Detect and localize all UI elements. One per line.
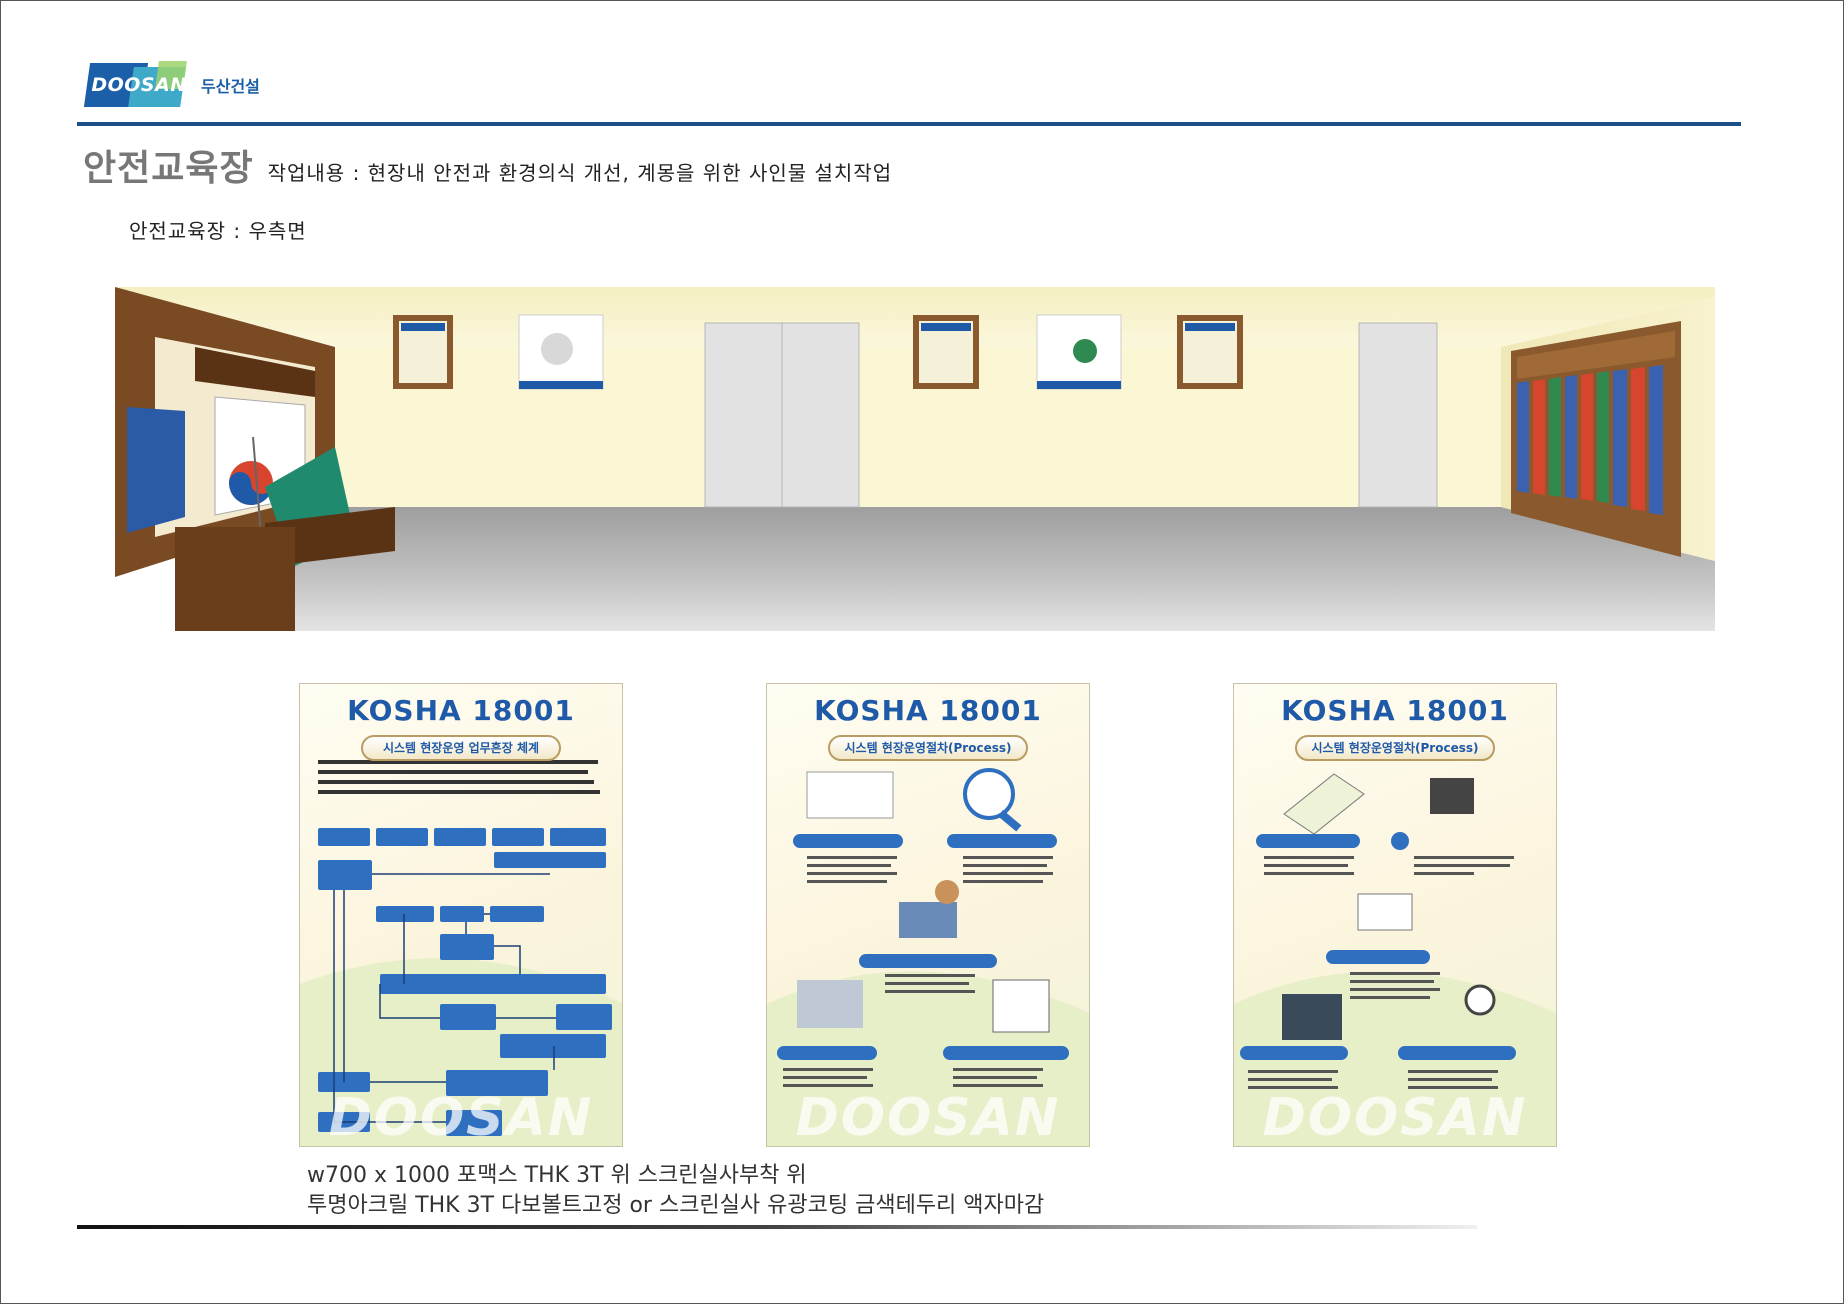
title-row: 안전교육장 작업내용 : 현장내 안전과 환경의식 개선, 계몽을 위한 사인물… xyxy=(83,139,892,191)
poster-2-heading: KOSHA 18001 xyxy=(814,694,1042,727)
logo-mark: DOOSAN xyxy=(83,61,189,109)
poster-1: KOSHA 18001 시스템 현장운영 업무흔장 체계 DOOSAN xyxy=(299,683,623,1147)
header-divider xyxy=(77,122,1741,126)
spec-caption-line-1: w700 x 1000 포맥스 THK 3T 위 스크린실사부착 위 xyxy=(307,1163,807,1188)
poster-process-graphic xyxy=(767,768,1089,1146)
spec-caption-line-2: 투명아크릴 THK 3T 다보볼트고정 or 스크린실사 유광코팅 금색테두리 … xyxy=(307,1193,1045,1218)
room-illustration xyxy=(115,287,1715,631)
logo-text-kr: 두산건설 xyxy=(201,77,260,96)
doosan-logo: DOOSAN 두산건설 xyxy=(83,61,260,109)
logo-text-en: DOOSAN xyxy=(91,74,187,96)
work-description: 작업내용 : 현장내 안전과 환경의식 개선, 계몽을 위한 사인물 설치작업 xyxy=(267,161,893,185)
page-title: 안전교육장 xyxy=(83,148,254,189)
section-subheading: 안전교육장 : 우측면 xyxy=(129,219,307,243)
poster-flowchart-graphic xyxy=(300,760,622,1146)
room-perspective-image xyxy=(115,287,1715,631)
poster-2-subtitle: 시스템 현장운영절차(Process) xyxy=(828,735,1028,761)
footer-divider xyxy=(77,1225,1477,1229)
poster-process-graphic-2 xyxy=(1234,773,1556,1146)
poster-1-heading: KOSHA 18001 xyxy=(347,694,575,727)
poster-2-watermark: DOOSAN xyxy=(795,1088,1061,1147)
poster-3-heading: KOSHA 18001 xyxy=(1281,694,1509,727)
poster-2: KOSHA 18001 시스템 현장운영절차(Process) DOOSAN xyxy=(766,683,1090,1147)
poster-3: KOSHA 18001 시스템 현장운영절차(Process) DOOSAN xyxy=(1233,683,1557,1147)
poster-3-watermark: DOOSAN xyxy=(1262,1088,1528,1147)
poster-1-subtitle: 시스템 현장운영 업무흔장 체계 xyxy=(361,735,561,761)
poster-3-subtitle: 시스템 현장운영절차(Process) xyxy=(1295,735,1495,761)
poster-1-watermark: DOOSAN xyxy=(328,1088,594,1147)
